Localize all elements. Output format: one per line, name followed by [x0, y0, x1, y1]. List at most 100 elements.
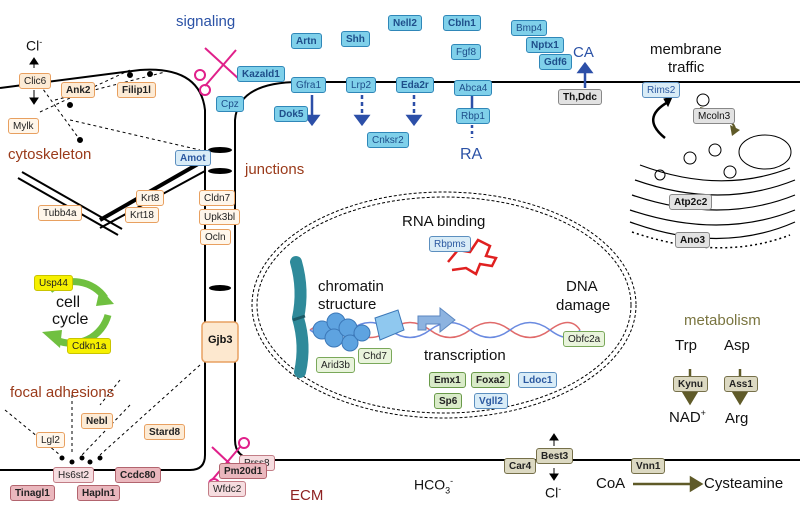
gene-ass1: Ass1 [724, 376, 758, 392]
junction-oval-3 [209, 285, 231, 291]
gene-ank2: Ank2 [61, 82, 96, 98]
chd7-cylinder [374, 309, 405, 341]
metabolite-nad-text: NAD [669, 409, 701, 426]
gene-best3: Best3 [536, 448, 574, 464]
gene-ocln: Ocln [200, 229, 231, 245]
gene-vnn1: Vnn1 [631, 458, 666, 474]
section-chromatin-1: chromatin [318, 278, 384, 295]
section-cytoskeleton: cytoskeleton [8, 146, 92, 163]
gene-gjb3: Gjb3 [208, 334, 233, 346]
gene-nebl: Nebl [81, 413, 113, 429]
gene-gdf6: Gdf6 [539, 54, 572, 70]
section-transcription: transcription [424, 347, 506, 364]
section-metabolism: metabolism [684, 312, 761, 329]
junction-oval-2 [208, 168, 232, 174]
gene-shh: Shh [341, 31, 370, 47]
metabolite-coa: CoA [596, 475, 626, 492]
gene-abca4: Abca4 [454, 80, 493, 96]
gene-filip1l: Filip1l [117, 82, 156, 98]
gene-fgf8: Fgf8 [451, 44, 482, 60]
cytoskeleton-lines [17, 69, 206, 236]
nucleus-outer [251, 191, 637, 419]
gene-dok5: Dok5 [274, 106, 309, 122]
gene-rims2: Rims2 [642, 82, 681, 98]
focal-adhesion-lines [4, 364, 201, 456]
ion-cl-top: Cl- [26, 37, 42, 54]
gap-junction-channel [201, 321, 239, 363]
gene-hs6st2: Hs6st2 [53, 467, 95, 483]
gene-rbpms: Rbpms [429, 236, 471, 252]
gene-mcoln3: Mcoln3 [693, 108, 736, 124]
gene-krt8: Krt8 [136, 190, 165, 206]
gene-wfdc2: Wfdc2 [208, 481, 247, 497]
gene-foxa2: Foxa2 [471, 372, 510, 388]
gene-ccdc80: Ccdc80 [115, 467, 161, 483]
gene-lgl2: Lgl2 [36, 432, 65, 448]
metabolism-arrows [633, 369, 749, 493]
gene-cldn7: Cldn7 [199, 190, 236, 206]
right-cell-membrane [234, 81, 800, 461]
ion-hco3-text: HCO [414, 476, 446, 493]
gene-upk3bl: Upk3bl [199, 209, 241, 225]
gene-chd7: Chd7 [358, 348, 392, 364]
metabolite-nad: NAD+ [669, 408, 706, 426]
ion-cl-top-sup: - [39, 37, 43, 47]
gene-kazald1: Kazald1 [237, 66, 285, 82]
gene-vgll2: Vgll2 [474, 393, 508, 409]
metabolite-ca: CA [573, 44, 594, 61]
gene-cpz: Cpz [216, 96, 244, 112]
ion-hco3-sub: 3 [445, 485, 451, 496]
bottom-transport-arrows [549, 433, 559, 481]
metabolite-ra: RA [460, 146, 483, 163]
gene-pm20d1: Pm20d1 [219, 463, 268, 479]
cell-cycle-arrowhead-2 [42, 330, 62, 348]
section-junctions: junctions [245, 161, 305, 178]
junction-oval-1 [208, 147, 232, 153]
clic6-arrows [29, 57, 39, 105]
gene-bmp4: Bmp4 [511, 20, 548, 36]
gene-lrp2: Lrp2 [346, 77, 377, 93]
section-ecm: ECM [290, 487, 324, 504]
metabolite-trp: Trp [675, 337, 697, 354]
signaling-arrows [303, 61, 594, 138]
gene-atp2c2: Atp2c2 [669, 194, 713, 210]
metabolite-cysteamine: Cysteamine [704, 475, 784, 492]
gene-hapln1: Hapln1 [77, 485, 121, 501]
gene-artn: Artn [291, 33, 322, 49]
chromosome [290, 256, 309, 378]
gene-tinagl1: Tinagl1 [10, 485, 55, 501]
scissors-top [194, 47, 241, 96]
gene-usp44: Usp44 [34, 275, 73, 291]
gene-nell2: Nell2 [388, 15, 422, 31]
transcription-start-arrow [417, 306, 456, 334]
section-membrane-traffic-2: traffic [668, 59, 705, 76]
gene-ldoc1: Ldoc1 [518, 372, 558, 388]
gene-cbln1: Cbln1 [443, 15, 481, 31]
metabolite-asp: Asp [724, 337, 750, 354]
gene-sp6: Sp6 [434, 393, 463, 409]
ion-cl-top-text: Cl [26, 37, 40, 54]
focal-adhesion-dots [59, 455, 103, 465]
gene-krt18: Krt18 [125, 207, 159, 223]
section-membrane-traffic-1: membrane [650, 41, 722, 58]
ion-cl-bottom: Cl- [545, 484, 561, 501]
ion-cl-bottom-sup: - [558, 484, 562, 494]
gene-arid3b: Arid3b [316, 357, 355, 373]
metabolite-nad-sup: + [700, 408, 706, 418]
nucleus-inner [256, 196, 632, 414]
ion-cl-bottom-text: Cl [545, 484, 559, 501]
gene-clic6: Clic6 [19, 73, 52, 89]
gene-nptx1: Nptx1 [526, 37, 564, 53]
gene-ano3: Ano3 [675, 232, 710, 248]
gene-th-ddc: Th,Ddc [558, 89, 602, 105]
gene-cnksr2: Cnksr2 [367, 132, 409, 148]
gene-cdkn1a: Cdkn1a [67, 338, 112, 354]
ion-hco3-sup: - [450, 476, 454, 486]
gene-stard8: Stard8 [144, 424, 186, 440]
metabolite-arg: Arg [725, 410, 749, 427]
nucleosomes [312, 312, 371, 352]
section-focal-adhesions: focal adhesions [10, 384, 115, 401]
gene-gfra1: Gfra1 [291, 77, 327, 93]
gene-mylk: Mylk [8, 118, 39, 134]
ion-hco3: HCO3- [414, 476, 453, 495]
